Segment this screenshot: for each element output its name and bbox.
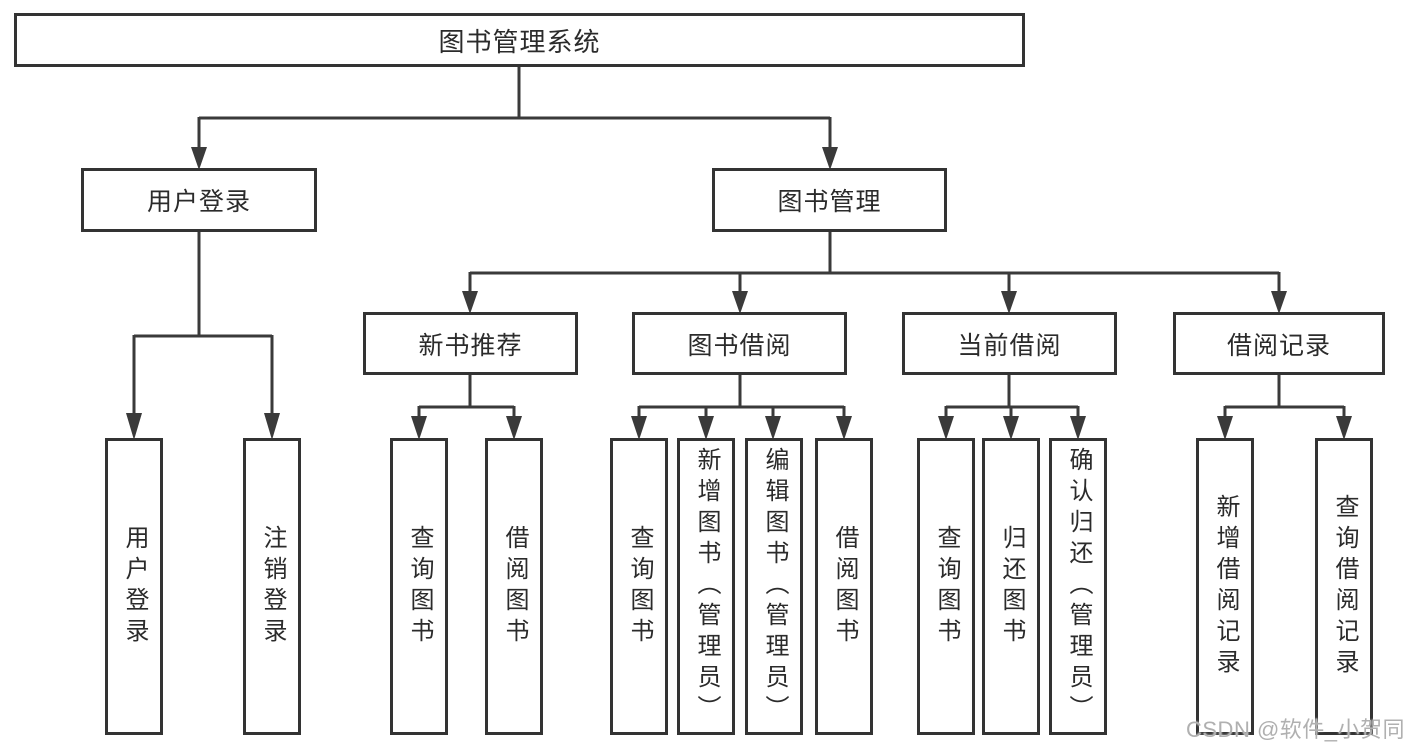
connector-borrow-records-to-leaves	[1217, 373, 1352, 440]
node-book-management: 图书管理	[712, 168, 947, 232]
node-label: 图书管理系统	[438, 26, 601, 57]
node-label: 借阅记录	[1226, 331, 1331, 360]
node-label: 当前借阅	[957, 331, 1062, 360]
leaf-query-books-recommend: 查询图书	[390, 438, 448, 735]
leaf-label: 编辑图书（管理员）	[761, 447, 788, 726]
leaf-label: 查询图书	[626, 524, 653, 649]
leaf-label: 确认归还（管理员）	[1065, 447, 1092, 726]
leaf-label: 新增借阅记录	[1212, 493, 1239, 680]
node-current-borrowing: 当前借阅	[902, 312, 1117, 375]
node-book-borrowing: 图书借阅	[632, 312, 847, 375]
leaf-edit-books-admin: 编辑图书（管理员）	[745, 438, 803, 735]
node-label: 图书借阅	[687, 331, 792, 360]
node-label: 图书管理	[777, 188, 882, 216]
node-library-management-system: 图书管理系统	[14, 13, 1025, 67]
node-new-book-recommendation: 新书推荐	[363, 312, 578, 375]
leaf-user-login-action: 用户登录	[105, 438, 163, 735]
connector-book-borrow-to-leaves	[631, 373, 852, 440]
leaf-label: 用户登录	[121, 524, 148, 649]
leaf-add-books-admin: 新增图书（管理员）	[677, 438, 735, 735]
connector-book-management-to-level3	[462, 230, 1287, 314]
node-user-login: 用户登录	[81, 168, 317, 232]
leaf-logout: 注销登录	[243, 438, 301, 735]
connector-current-borrow-to-leaves	[938, 373, 1086, 440]
leaf-label: 新增图书（管理员）	[693, 447, 720, 726]
leaf-borrow-books-recommend: 借阅图书	[485, 438, 543, 735]
node-label: 新书推荐	[418, 331, 523, 360]
leaf-borrow-books: 借阅图书	[815, 438, 873, 735]
leaf-query-books-borrowing: 查询图书	[610, 438, 668, 735]
leaf-query-books-current: 查询图书	[917, 438, 975, 735]
connector-root-to-level2	[191, 66, 838, 170]
leaf-query-borrow-record: 查询借阅记录	[1315, 438, 1373, 735]
leaf-confirm-return-admin: 确认归还（管理员）	[1049, 438, 1107, 735]
leaf-label: 借阅图书	[501, 524, 528, 649]
leaf-return-books: 归还图书	[982, 438, 1040, 735]
leaf-label: 归还图书	[998, 524, 1025, 649]
csdn-watermark: CSDN @软件_小贺同学	[1186, 717, 1405, 742]
connector-new-book-to-leaves	[411, 373, 522, 440]
leaf-label: 注销登录	[259, 524, 286, 649]
connector-user-login-to-leaves	[126, 230, 280, 440]
node-label: 用户登录	[146, 188, 251, 216]
node-borrowing-records: 借阅记录	[1173, 312, 1385, 375]
leaf-label: 借阅图书	[831, 524, 858, 649]
leaf-add-borrow-record: 新增借阅记录	[1196, 438, 1254, 735]
leaf-label: 查询借阅记录	[1331, 493, 1358, 680]
leaf-label: 查询图书	[933, 524, 960, 649]
leaf-label: 查询图书	[406, 524, 433, 649]
